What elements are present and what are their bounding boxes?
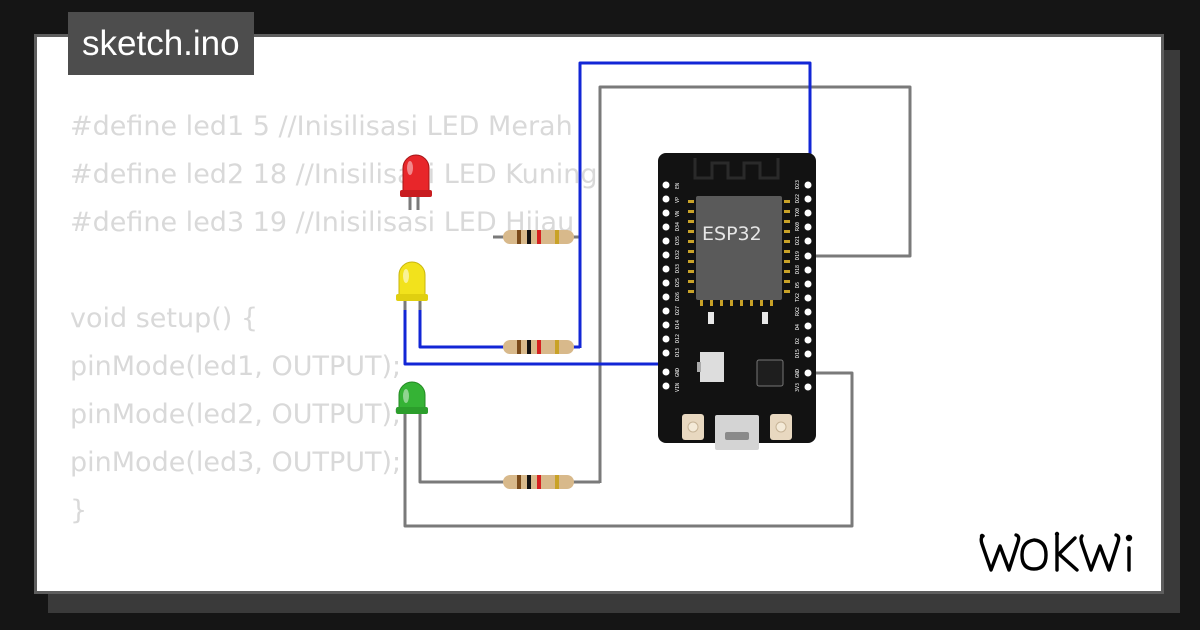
code-line-1: #define led1 5 //Inisilisasi LED Merah xyxy=(70,111,573,142)
pin-label-vin: VIN xyxy=(675,383,681,392)
pin-label-d15: D15 xyxy=(795,349,801,358)
pin-label-d2: D2 xyxy=(795,338,801,344)
pin-label-d13: D13 xyxy=(675,348,681,357)
module-pads xyxy=(688,200,790,306)
right-header-pins xyxy=(804,181,812,391)
pin-label-d4: D4 xyxy=(795,324,801,330)
file-tab[interactable]: sketch.ino xyxy=(68,12,254,75)
pin-label-d23: D23 xyxy=(795,180,801,189)
pin-label-d25: D25 xyxy=(675,278,681,287)
wire-yellow-led[interactable] xyxy=(418,308,505,349)
pin-label-d14: D14 xyxy=(675,320,681,329)
boot-button[interactable] xyxy=(682,414,704,440)
pin-label-d19: D19 xyxy=(795,251,801,260)
pin-label-d33: D33 xyxy=(675,264,681,273)
pin-label-rx0: RX0 xyxy=(795,222,801,231)
pin-label-vp: VP xyxy=(675,197,681,203)
code-preview: #define led1 5 //Inisilisasi LED Merah #d… xyxy=(70,103,598,591)
esp32-board[interactable]: ESP32 xyxy=(658,153,816,450)
wokwi-logo-icon xyxy=(979,531,1133,572)
wire-green-led[interactable] xyxy=(418,418,505,484)
component-smd-2 xyxy=(762,312,768,324)
resistor-2[interactable] xyxy=(503,340,574,354)
pin-label-d34: D34 xyxy=(675,222,681,231)
esp32-module xyxy=(696,196,782,300)
pin-label-d21: D21 xyxy=(795,236,801,245)
code-line-8: pinMode(led3, OUTPUT); xyxy=(70,447,402,478)
module-label: ESP32 xyxy=(702,223,762,245)
pin-label-d26: D26 xyxy=(675,292,681,301)
resistor-1[interactable] xyxy=(503,230,574,244)
usb-serial-chip xyxy=(756,359,784,387)
pin-label-d27: D27 xyxy=(675,306,681,315)
pin-label-gnd-right: GND xyxy=(795,369,801,378)
code-line-9: } xyxy=(70,495,88,526)
pin-label-3v3: 3V3 xyxy=(795,383,801,392)
code-line-5: void setup() { xyxy=(70,303,259,334)
gray-wires xyxy=(403,85,912,528)
pin-label-en: EN xyxy=(675,183,681,189)
pin-label-tx2: TX2 xyxy=(795,293,801,302)
resistor-3[interactable] xyxy=(503,475,574,489)
led-yellow[interactable] xyxy=(396,261,428,310)
pin-label-d35: D35 xyxy=(675,236,681,245)
pin-label-tx0: TX0 xyxy=(795,208,801,217)
left-header-pins xyxy=(662,181,670,390)
pin-label-d32: D32 xyxy=(675,250,681,259)
code-line-7: pinMode(led2, OUTPUT); xyxy=(70,399,402,430)
pin-label-d22: D22 xyxy=(795,194,801,203)
wire-gray-top[interactable] xyxy=(598,85,912,483)
pin-label-rx2: RX2 xyxy=(795,307,801,316)
pin-label-vn: VN xyxy=(675,211,681,217)
led-green[interactable] xyxy=(396,381,428,420)
pin-label-gnd-left: GND xyxy=(675,368,681,377)
pin-label-d12: D12 xyxy=(675,334,681,343)
wire-gray-bottom[interactable] xyxy=(403,371,854,528)
voltage-regulator xyxy=(700,352,724,382)
code-line-6: pinMode(led1, OUTPUT); xyxy=(70,351,402,382)
code-line-2: #define led2 18 //Inisilisasi LED Kuning xyxy=(70,159,598,190)
pin-label-d18: D18 xyxy=(795,265,801,274)
reset-button[interactable] xyxy=(770,414,792,440)
antenna xyxy=(693,158,780,180)
led-red[interactable] xyxy=(400,154,432,197)
pin-label-d5: D5 xyxy=(795,282,801,288)
component-smd-1 xyxy=(708,312,714,324)
